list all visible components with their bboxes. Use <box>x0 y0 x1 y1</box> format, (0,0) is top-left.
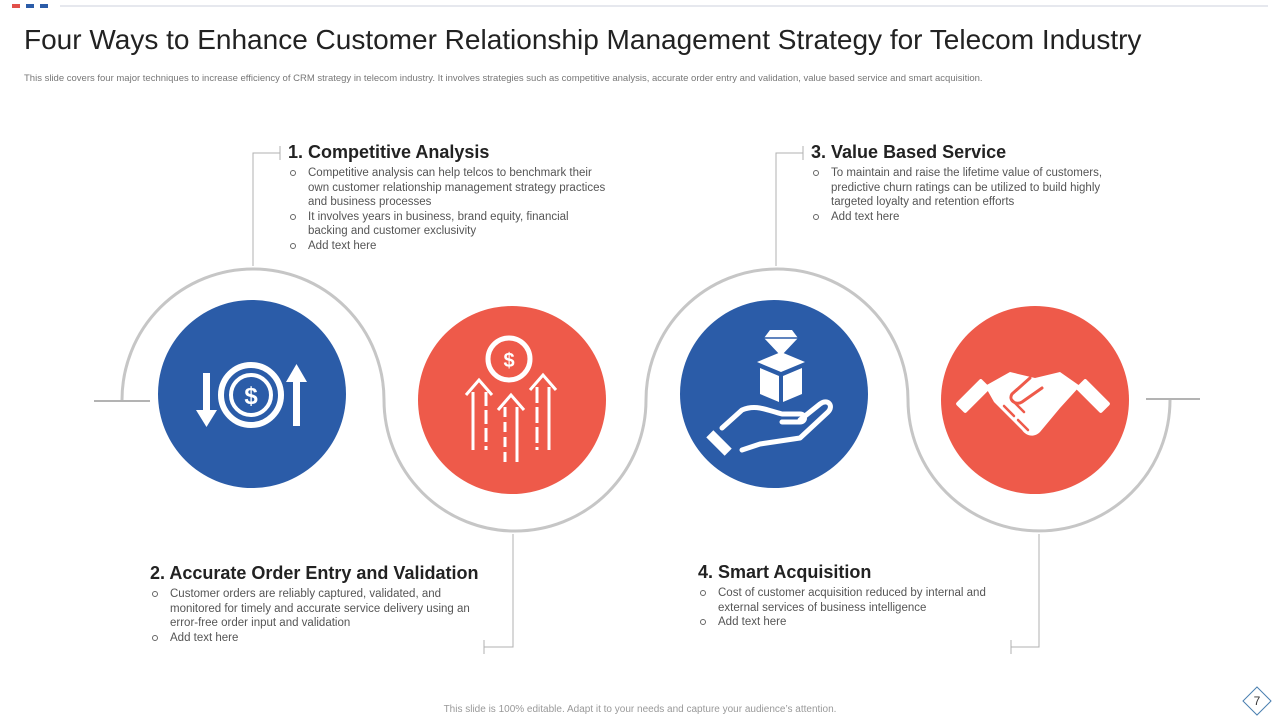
ring-arc-3 <box>644 267 910 401</box>
step-1-circle: $ <box>158 300 346 488</box>
step-2-circle: $ <box>418 306 606 494</box>
step-1-heading: 1. Competitive Analysis <box>288 141 608 163</box>
callout-line-1 <box>252 152 280 266</box>
ring-arc-2 <box>382 399 648 533</box>
step-4-block: 4. Smart Acquisition Cost of customer ac… <box>698 561 1018 630</box>
step-3-number: 3. <box>811 142 827 162</box>
step-3-bullets: To maintain and raise the lifetime value… <box>811 166 1131 224</box>
list-item: Add text here <box>150 631 480 646</box>
step-4-title: Smart Acquisition <box>718 562 872 582</box>
top-accent-marks <box>12 4 54 8</box>
accent-mark-red <box>12 4 20 8</box>
step-4-bullets: Cost of customer acquisition reduced by … <box>698 586 1018 630</box>
callout-lines <box>252 146 1040 654</box>
page-title: Four Ways to Enhance Customer Relationsh… <box>24 24 1142 55</box>
callout-line-4 <box>1011 534 1040 648</box>
step-4-heading: 4. Smart Acquisition <box>698 561 1018 583</box>
step-1-bullets: Competitive analysis can help telcos to … <box>288 166 608 253</box>
dollar-growth-arrows-icon: $ <box>464 335 558 462</box>
step-2-heading: 2. Accurate Order Entry and Validation <box>150 562 480 584</box>
ring-end-caps <box>94 398 1200 402</box>
step-4-number: 4. <box>698 562 714 582</box>
gift-hand-icon <box>706 330 833 456</box>
step-1-number: 1. <box>288 142 304 162</box>
step-1-title: Competitive Analysis <box>308 142 490 162</box>
callout-line-2 <box>484 534 514 648</box>
step-3-circle <box>680 300 868 488</box>
callout-line-3 <box>775 152 803 266</box>
step-3-heading: 3. Value Based Service <box>811 141 1131 163</box>
step-1-block: 1. Competitive Analysis Competitive anal… <box>288 141 608 253</box>
step-2-number: 2. <box>150 563 166 583</box>
step-2-block: 2. Accurate Order Entry and Validation C… <box>150 562 480 645</box>
diamond-icon <box>1242 686 1272 716</box>
page-number: 7 <box>1253 694 1261 708</box>
svg-text:$: $ <box>244 383 258 410</box>
page-subtitle: This slide covers four major techniques … <box>24 73 983 84</box>
list-item: Competitive analysis can help telcos to … <box>288 166 608 210</box>
connector-rings <box>120 267 1172 533</box>
ring-arc-4 <box>906 399 1172 533</box>
list-item: It involves years in business, brand equ… <box>288 210 608 239</box>
svg-text:$: $ <box>503 350 514 372</box>
list-item: Add text here <box>288 239 608 254</box>
step-3-title: Value Based Service <box>831 142 1007 162</box>
list-item: To maintain and raise the lifetime value… <box>811 166 1131 210</box>
step-4-circle <box>941 306 1129 494</box>
handshake-icon <box>956 372 1110 436</box>
ring-arc-1 <box>120 267 386 401</box>
top-divider <box>60 5 1268 7</box>
footer-note: This slide is 100% editable. Adapt it to… <box>443 704 837 715</box>
accent-mark-blue <box>26 4 34 8</box>
step-3-block: 3. Value Based Service To maintain and r… <box>811 141 1131 224</box>
page-number-badge: 7 <box>1241 685 1273 717</box>
currency-exchange-icon: $ <box>196 362 307 428</box>
step-2-title: Accurate Order Entry and Validation <box>169 563 479 583</box>
list-item: Add text here <box>811 210 1131 225</box>
step-2-bullets: Customer orders are reliably captured, v… <box>150 587 480 645</box>
accent-mark-blue <box>40 4 48 8</box>
list-item: Cost of customer acquisition reduced by … <box>698 586 1018 615</box>
list-item: Add text here <box>698 615 1018 630</box>
list-item: Customer orders are reliably captured, v… <box>150 587 480 631</box>
